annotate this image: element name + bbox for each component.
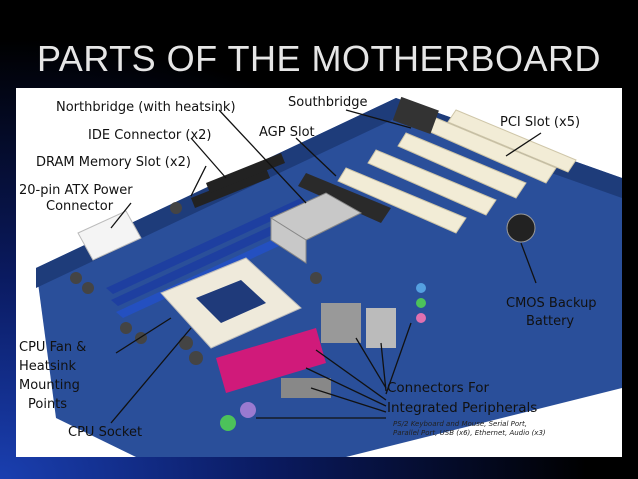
label-southbridge: Southbridge: [288, 95, 368, 110]
label-atx-power-line2: Connector: [46, 199, 114, 214]
label-dram-memory-slot: DRAM Memory Slot (x2): [36, 155, 191, 170]
label-northbridge: Northbridge (with heatsink): [56, 100, 236, 115]
northbridge-heatsink: [269, 192, 363, 264]
label-ide-connector: IDE Connector (x2): [88, 128, 212, 143]
label-cpufan-line3: Mounting: [19, 378, 80, 393]
label-connectors-line2: Integrated Peripherals: [387, 400, 538, 416]
pcb-board: [36, 98, 622, 457]
label-connectors-line1: Connectors For: [387, 380, 490, 396]
cmos-battery: [506, 213, 536, 243]
agp-slot: [298, 173, 391, 223]
ide-connectors: [191, 153, 285, 208]
motherboard-photo: Northbridge (with heatsink) Southbridge …: [16, 88, 622, 457]
label-cmos-line1: CMOS Backup: [506, 296, 597, 311]
label-atx-power-line1: 20-pin ATX Power: [19, 183, 133, 198]
cpu-socket: [160, 257, 302, 349]
slide-title: PARTS OF THE MOTHERBOARD: [36, 38, 602, 79]
capacitors: [70, 202, 322, 365]
pointer-lines: [110, 109, 542, 424]
peripherals-note-line2: Parallel Port, USB (x6), Ethernet, Audio…: [393, 429, 546, 437]
motherboard-illustration: [36, 96, 622, 457]
label-cpu-socket: CPU Socket: [68, 425, 143, 440]
label-agp-slot: AGP Slot: [259, 125, 315, 140]
label-cpufan-line2: Heatsink: [19, 359, 76, 374]
southbridge-chip: [392, 96, 439, 135]
pci-slots: [337, 109, 577, 234]
label-cpufan-line1: CPU Fan &: [19, 340, 87, 355]
atx-power-connector: [77, 210, 142, 261]
label-pci-slot: PCI Slot (x5): [500, 115, 581, 130]
label-cmos-line2: Battery: [526, 314, 575, 329]
io-panel: [216, 283, 426, 431]
peripherals-note-line1: PS/2 Keyboard and Mouse, Serial Port,: [393, 420, 527, 428]
label-cpufan-line4: Points: [28, 397, 68, 412]
